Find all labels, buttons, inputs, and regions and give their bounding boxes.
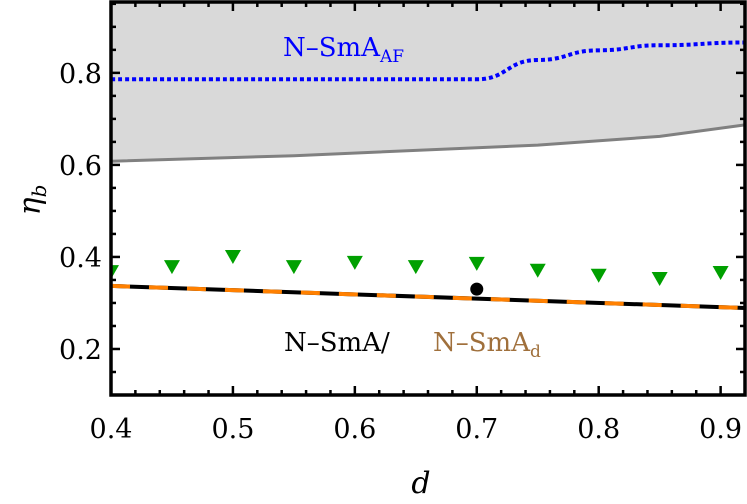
x-tick-label: 0.9 bbox=[699, 414, 742, 445]
circle-markers bbox=[470, 282, 484, 296]
shaded-region bbox=[111, 2, 745, 162]
x-tick-label: 0.5 bbox=[211, 414, 254, 445]
triangle-marker bbox=[163, 260, 180, 275]
plot-area bbox=[111, 2, 745, 310]
annotation-n-sma: N–SmA/ bbox=[284, 328, 390, 358]
triangle-marker bbox=[285, 260, 302, 275]
annotation-n-sma-af: N–SmAAF bbox=[283, 33, 404, 67]
triangle-marker bbox=[529, 263, 546, 278]
gray-boundary-line bbox=[111, 123, 745, 163]
triangle-marker bbox=[111, 265, 119, 280]
triangle-marker bbox=[407, 260, 424, 275]
x-tick-label: 0.8 bbox=[577, 414, 620, 445]
y-tick-label: 0.6 bbox=[59, 151, 102, 182]
y-tick-label: 0.2 bbox=[59, 335, 102, 366]
y-axis-tick-labels: 0.2 0.4 0.6 0.8 bbox=[59, 59, 102, 366]
triangle-marker bbox=[346, 255, 363, 270]
x-tick-label: 0.7 bbox=[455, 414, 498, 445]
x-tick-label: 0.6 bbox=[333, 414, 376, 445]
circle-marker bbox=[470, 282, 484, 296]
annotation-n-sma-d: N–SmAd bbox=[433, 328, 541, 362]
triangle-marker bbox=[468, 256, 485, 271]
x-axis-tick-labels: 0.4 0.5 0.6 0.7 0.8 0.9 bbox=[90, 414, 743, 445]
triangle-marker bbox=[224, 249, 241, 264]
x-axis-title: d bbox=[411, 466, 430, 501]
y-tick-label: 0.8 bbox=[59, 59, 102, 90]
triangle-marker bbox=[590, 268, 607, 283]
triangle-marker bbox=[651, 272, 668, 287]
n-sma-af-dotted-line bbox=[111, 40, 745, 82]
n-sma-d-dashed-line bbox=[111, 283, 745, 310]
annotations: N–SmAAF N–SmA/ N–SmAd bbox=[283, 33, 541, 362]
x-tick-label: 0.4 bbox=[90, 414, 133, 445]
y-axis-title: ηb bbox=[13, 185, 51, 216]
triangle-markers bbox=[111, 249, 729, 287]
axis-ticks bbox=[109, 2, 747, 397]
triangle-marker bbox=[712, 266, 729, 281]
y-tick-label: 0.4 bbox=[59, 243, 102, 274]
